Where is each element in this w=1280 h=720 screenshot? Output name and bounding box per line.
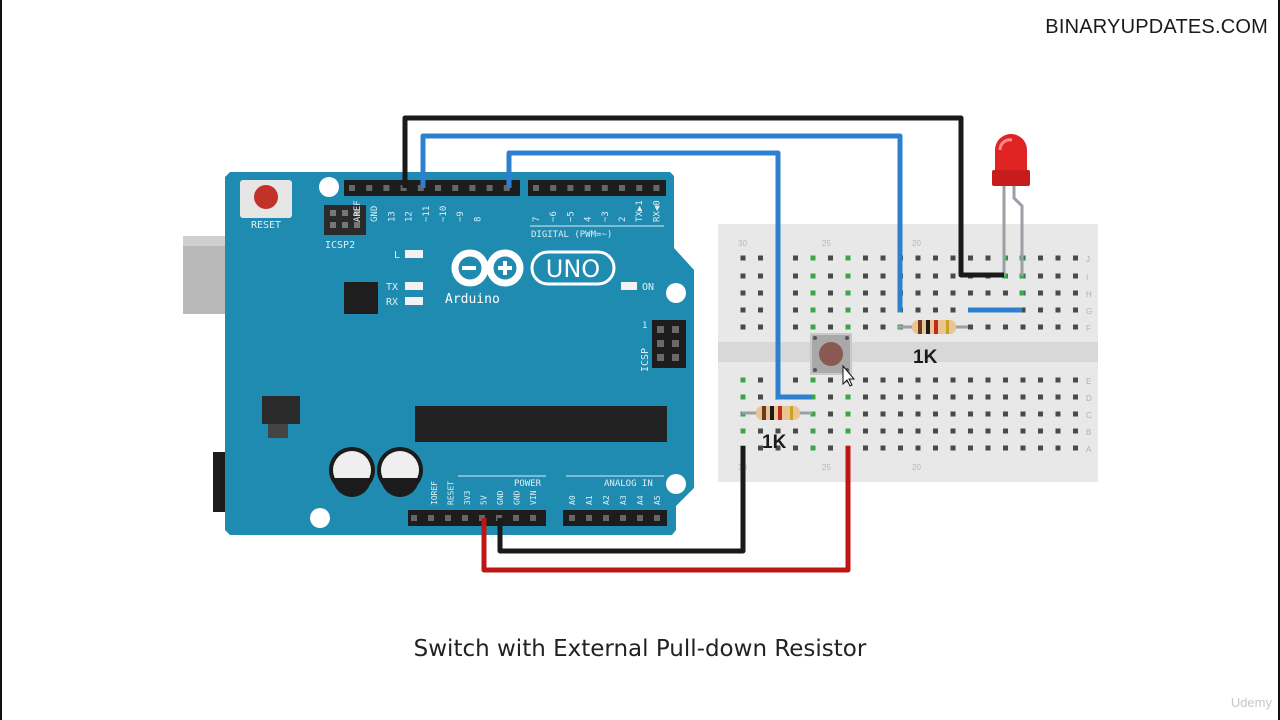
power-pin-label: IOREF bbox=[430, 481, 439, 505]
breadboard-row-letters-top: J I H G F bbox=[1086, 255, 1092, 333]
digital-pin-label: 12 bbox=[405, 211, 415, 222]
power-pin-label: GND bbox=[496, 490, 505, 505]
breadboard-row-letters-bottom: E D C B A bbox=[1086, 377, 1092, 454]
svg-text:E: E bbox=[1086, 377, 1091, 386]
usb-chip bbox=[344, 282, 378, 314]
atmega-chip bbox=[415, 406, 667, 442]
digital-pin-label: ~6 bbox=[549, 211, 559, 222]
board-pcb bbox=[225, 172, 694, 535]
digital-pin-label: ~9 bbox=[456, 211, 466, 222]
svg-text:25: 25 bbox=[822, 239, 831, 248]
analog-label: ANALOG IN bbox=[604, 479, 653, 489]
digital-pin-label: ~5 bbox=[566, 211, 576, 222]
reset-label: RESET bbox=[251, 220, 281, 231]
digital-pin-label: 7 bbox=[532, 217, 542, 222]
analog-pin-label: A1 bbox=[585, 495, 594, 505]
arduino-logo-text: Arduino bbox=[445, 292, 500, 307]
power-pin-label: VIN bbox=[529, 490, 538, 505]
uno-label: UNO bbox=[546, 255, 600, 283]
wire-pin8 bbox=[506, 150, 812, 400]
icsp-label: ICSP bbox=[640, 348, 651, 372]
digital-pin-label: 4 bbox=[584, 217, 594, 222]
power-header bbox=[408, 510, 546, 526]
svg-text:20: 20 bbox=[912, 239, 921, 248]
analog-pin-labels: A0 A1 A2 A3 A4 A5 bbox=[568, 495, 662, 505]
power-pin-label: RESET bbox=[447, 481, 456, 505]
led-tx-label: TX bbox=[386, 282, 398, 293]
frame-edge-left bbox=[0, 0, 2, 720]
svg-text:20: 20 bbox=[912, 463, 921, 472]
digital-pin-label: RX◀0 bbox=[652, 200, 662, 222]
analog-pin-label: A5 bbox=[653, 495, 662, 505]
wire-5v bbox=[481, 446, 851, 573]
analog-pin-label: A2 bbox=[602, 495, 611, 505]
svg-text:F: F bbox=[1086, 324, 1091, 333]
resistor-r2 bbox=[742, 406, 812, 420]
wire-gnd-bottom bbox=[497, 446, 746, 554]
digital-label: DIGITAL (PWM=~) bbox=[531, 230, 612, 240]
wire-gnd-top bbox=[402, 115, 1004, 278]
wires bbox=[402, 115, 1022, 573]
digital-header-left bbox=[344, 180, 520, 196]
digital-pin-labels: AREF GND 13 12 ~11 ~10 ~9 8 7 ~6 ~5 4 ~3 2 TX▶1 RX◀0 bbox=[353, 200, 662, 222]
digital-pin-label: 13 bbox=[387, 211, 397, 222]
power-label: POWER bbox=[514, 479, 542, 489]
power-pin-label: 3V3 bbox=[463, 490, 472, 505]
svg-text:25: 25 bbox=[822, 463, 831, 472]
digital-pin-label: GND bbox=[370, 206, 380, 222]
digital-pin-label: ~11 bbox=[422, 206, 432, 222]
digital-header-right bbox=[528, 180, 666, 196]
voltage-regulator bbox=[262, 396, 300, 424]
power-pin-label: 5V bbox=[480, 495, 489, 505]
power-pin-label: GND bbox=[513, 490, 522, 505]
svg-text:B: B bbox=[1086, 428, 1091, 437]
led-rx-label: RX bbox=[386, 297, 398, 308]
frame-edge-right bbox=[1278, 0, 1280, 720]
digital-pin-label: TX▶1 bbox=[635, 200, 645, 222]
analog-pin-label: A0 bbox=[568, 495, 577, 505]
icsp-pin1-label: 1 bbox=[642, 321, 647, 331]
led-l-label: L bbox=[394, 250, 400, 261]
resistor-r2-label: 1K bbox=[762, 432, 787, 453]
analog-pin-label: A3 bbox=[619, 495, 628, 505]
digital-pin-label: 2 bbox=[618, 217, 628, 222]
analog-header bbox=[563, 510, 667, 526]
digital-pin-label: 8 bbox=[473, 217, 483, 222]
arduino-logo: Arduino UNO bbox=[445, 249, 616, 307]
digital-pin-label: ~3 bbox=[601, 211, 611, 222]
svg-text:J: J bbox=[1086, 255, 1090, 264]
svg-text:C: C bbox=[1086, 411, 1092, 420]
resistor-r1-label: 1K bbox=[913, 347, 938, 368]
wire-pin13 bbox=[420, 133, 903, 312]
capacitors bbox=[329, 447, 423, 497]
brand-watermark: BINARYUPDATES.COM bbox=[1045, 16, 1268, 38]
mouse-cursor-icon bbox=[842, 364, 856, 387]
analog-pin-label: A4 bbox=[636, 495, 645, 505]
svg-text:I: I bbox=[1086, 273, 1088, 282]
svg-text:G: G bbox=[1086, 307, 1092, 316]
bottom-pin-holes bbox=[411, 515, 660, 521]
digital-pin-label: ~10 bbox=[439, 206, 449, 222]
diagram-caption: Switch with External Pull-down Resistor bbox=[413, 636, 867, 662]
svg-text:A: A bbox=[1086, 445, 1092, 454]
digital-pin-label: AREF bbox=[353, 200, 363, 222]
on-label: ON bbox=[642, 282, 654, 293]
breadboard: J I H G F E D C B A 30 25 20 30 25 20 bbox=[718, 224, 1098, 482]
icsp2-label: ICSP2 bbox=[325, 240, 355, 251]
udemy-watermark: Udemy bbox=[1230, 695, 1272, 710]
resistor-r1 bbox=[898, 320, 968, 334]
svg-text:D: D bbox=[1086, 394, 1092, 403]
svg-text:H: H bbox=[1086, 290, 1092, 299]
power-pin-labels: IOREF RESET 3V3 5V GND GND VIN bbox=[430, 481, 538, 505]
svg-text:30: 30 bbox=[738, 239, 747, 248]
red-led bbox=[992, 134, 1030, 276]
